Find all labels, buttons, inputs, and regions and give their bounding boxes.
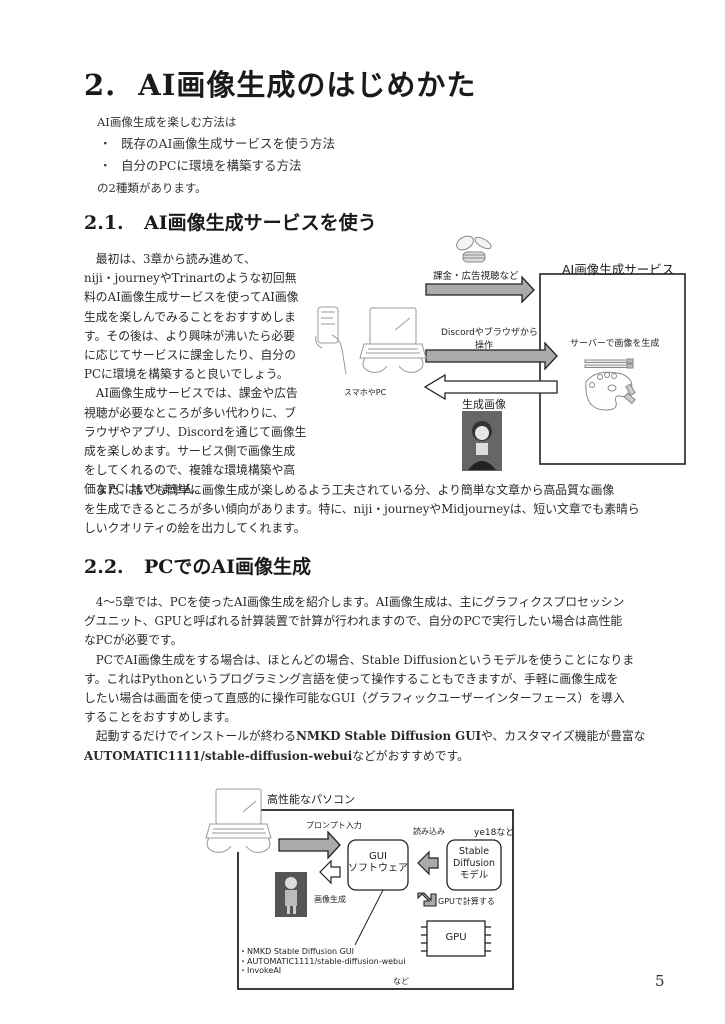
generated-image-thumbnail [462,411,502,471]
server-label: サーバーで画像を生成 [570,339,660,349]
gpu-label: GPU [445,932,467,943]
bullet-dot-icon: ・ [99,158,112,173]
generated-label: 生成画像 [462,398,506,411]
laptop-icon [205,788,272,853]
section-number: 2.1. [84,212,124,234]
generated-image-thumbnail [275,872,307,917]
arrow-left-icon [319,859,341,885]
model-box [446,839,502,891]
coins-icon [456,235,492,263]
paragraph-1: 最初は、3章から読み進めて、 niji・journeyやTrinartのような初… [84,252,299,382]
paragraph-2: AI画像生成サービスでは、課金や広告 視聴が必要なところが多い代わりに、ブ ラウ… [84,386,307,497]
section-2-1-body: 最初は、3章から読み進めて、 niji・journeyやTrinartのような初… [84,250,314,500]
page-number: 5 [655,972,665,990]
smartphone-icon [315,306,347,375]
software-item: ・NMKD Stable Diffusion GUI [239,947,354,956]
pc-label: 高性能なパソコン [267,793,355,806]
arrow-right-icon [425,275,535,304]
model-example-label: ye18など [474,828,515,838]
gui-software-box [347,839,409,891]
software-item: ・InvokeAI [239,966,282,975]
arrow-left-icon [423,373,558,401]
software-list: ・NMKD Stable Diffusion GUI ・AUTOMATIC111… [239,947,405,976]
device-label: スマホやPC [344,388,387,397]
section-2-2-body: 4〜5章では、PCを使ったAI画像生成を紹介します。AI画像生成は、主にグラフィ… [84,595,646,763]
intro-block: AI画像生成を楽しむ方法は ・既存のAI画像生成サービスを使う方法 ・自分のPC… [97,111,335,199]
service-box [539,273,686,465]
section-number: 2.2. [84,556,124,578]
bullet-dot-icon: ・ [99,136,112,151]
section-title: AI画像生成サービスを使う [144,212,377,234]
service-title: AI画像生成サービス [562,262,675,277]
paintbrush-icon [584,358,634,369]
intro-lead: AI画像生成を楽しむ方法は [97,115,237,129]
etc-label: など [393,977,409,986]
intro-bullet: ・自分のPCに環境を構築する方法 [99,155,335,177]
load-label: 読み込み [413,827,445,836]
section-heading-2-2: 2.2. PCでのAI画像生成 [84,552,311,579]
arrow-right-icon [425,341,558,371]
intro-bullet: ・既存のAI画像生成サービスを使う方法 [99,133,335,155]
chapter-number: 2. [84,68,117,102]
chapter-title: AI画像生成のはじめかた [138,68,477,102]
arrow-down-right-icon [417,892,437,907]
operate-label: Discordやブラウザから 操作 [441,328,538,351]
section-title: PCでのAI画像生成 [144,556,312,578]
palette-icon [585,371,636,411]
section-heading-2-1: 2.1. AI画像生成サービスを使う [84,208,377,235]
pc-box [237,809,514,990]
laptop-icon [359,307,427,373]
pay-label: 課金・広告視聴など [433,271,519,282]
gpu-chip-icon [421,920,491,957]
software-item: ・AUTOMATIC1111/stable-diffusion-webui [239,956,406,966]
intro-tail: の2種類があります。 [97,181,207,195]
prompt-label: プロンプト入力 [306,821,362,830]
arrow-right-icon [278,830,341,860]
automatic1111-name: AUTOMATIC1111/stable-diffusion-webui [84,748,353,763]
arrow-left-icon [417,850,439,876]
connector-line [354,889,384,946]
generate-label: 画像生成 [314,895,346,904]
gpu-compute-label: GPUで計算する [438,897,495,906]
model-label: Stable Diffusion モデル [453,846,495,881]
chapter-heading: 2. AI画像生成のはじめかた [84,62,476,104]
paragraph-3: また、誰でも簡単に画像生成が楽しめるよう工夫されている分、より簡単な文章から高品… [84,483,640,536]
nmkd-name: NMKD Stable Diffusion GUI [296,729,482,744]
gui-software-label: GUI ソフトウェア [348,851,408,874]
